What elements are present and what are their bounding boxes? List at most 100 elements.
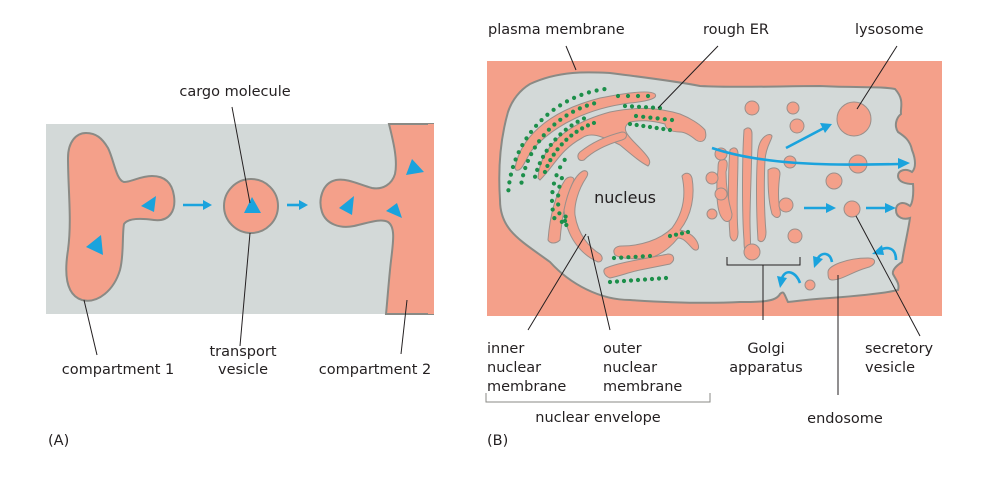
label-cargo-molecule: cargo molecule	[179, 84, 290, 100]
ribosome-dot	[521, 173, 526, 178]
label-rough-er: rough ER	[703, 22, 769, 38]
ribosome-dot	[507, 180, 512, 185]
ribosome-dot	[550, 207, 555, 212]
cargo-triangle	[406, 159, 424, 175]
ribosome-dot	[679, 231, 685, 236]
golgi-bracket	[726, 257, 801, 320]
label-nucleus: nucleus	[594, 188, 656, 207]
ribosome-dot	[528, 129, 534, 135]
ribosome-dot	[545, 163, 550, 169]
ribosome-dot	[546, 127, 551, 132]
leader-compartment-1	[83, 299, 98, 356]
ribosome-dot	[516, 150, 521, 155]
ribosome-dot	[554, 173, 559, 178]
arrowhead-icon	[820, 123, 832, 133]
leader-inner-nuclear-membrane	[527, 233, 587, 331]
ribosome-dot	[513, 157, 518, 162]
ribosome-dot	[627, 121, 633, 127]
ribosome-dot	[540, 154, 546, 159]
ribosome-dot	[564, 113, 569, 118]
leader-cargo-molecule	[231, 106, 251, 204]
ribosome-dot	[636, 104, 642, 109]
label-compartment-2: compartment 2	[319, 362, 431, 378]
label-inner-nuclear-membrane-3: membrane	[487, 379, 566, 395]
label-golgi-2: apparatus	[729, 360, 802, 376]
ribosome-dot	[544, 148, 549, 153]
ribosome-dot	[645, 93, 651, 99]
ribosome-dot	[584, 103, 589, 108]
golgi-cisterna	[742, 127, 753, 253]
golgi-vesicle	[705, 171, 719, 185]
arrowhead-icon	[203, 200, 212, 210]
ribosome-dot	[649, 276, 655, 282]
golgi-apparatus	[705, 100, 805, 261]
cargo-triangle	[141, 196, 156, 212]
leader-compartment-2	[400, 299, 408, 355]
ribosome-dot	[621, 278, 627, 284]
nuclear-envelope-fragment	[613, 172, 699, 260]
ribosome-dot	[641, 114, 646, 119]
ribosome-dot	[607, 279, 613, 285]
ribosome-dot	[557, 184, 562, 189]
leader-secretory-vesicle	[855, 215, 921, 337]
panel-b: plasma membrane rough ER lysosome nucleu…	[485, 22, 942, 449]
label-secretory-vesicle-1: secretory	[865, 341, 934, 357]
ribosome-dot	[541, 133, 546, 138]
ribosome-dot	[556, 202, 561, 207]
ribosome-dot	[633, 113, 639, 119]
leader-rough-er	[657, 45, 719, 109]
ribosome-dot	[628, 278, 634, 283]
label-compartment-1: compartment 1	[62, 362, 174, 378]
ribosome-dot	[629, 104, 635, 109]
ribosome-dot	[673, 232, 679, 237]
cargo-triangle	[244, 197, 261, 213]
lysosome	[836, 101, 872, 137]
label-inner-nuclear-membrane-1: inner	[487, 341, 524, 357]
golgi-vesicle	[743, 243, 761, 261]
golgi-vesicle	[706, 208, 718, 220]
ribosome-dot	[594, 88, 599, 93]
endocytosis-arrow	[816, 252, 834, 263]
ribosome-dot	[586, 90, 592, 95]
ribosome-dot	[635, 277, 641, 283]
ribosome-dot	[564, 99, 570, 104]
golgi-vesicle	[789, 118, 805, 134]
ribosome-dot	[655, 116, 660, 121]
ribosome-dot	[569, 123, 574, 128]
ribosome-dot	[569, 133, 574, 138]
ribosome-dot	[633, 254, 638, 259]
arrowhead-icon	[777, 276, 787, 288]
ribosome-dot	[592, 101, 597, 106]
ribosome-dot	[553, 137, 558, 142]
endosome	[827, 257, 875, 281]
ribosome-dot	[661, 126, 666, 132]
ribosome-dot	[548, 158, 553, 163]
golgi-cisterna	[767, 167, 781, 218]
ribosome-dot	[551, 107, 556, 112]
ribosome-dot	[647, 253, 653, 259]
ribosome-dot	[602, 86, 607, 92]
ribosome-dot	[519, 180, 524, 185]
ribosome-dot	[641, 123, 646, 129]
ribosome-dot	[558, 103, 563, 108]
endocytosis-arrow	[780, 270, 802, 284]
ribosome-dot	[667, 233, 673, 239]
ribosome-dot	[551, 181, 557, 186]
ribosome-dot	[643, 105, 649, 110]
arrow-to-plasma-membrane	[711, 146, 901, 166]
ribosome-dot	[563, 127, 568, 132]
ribosome-dot	[685, 229, 691, 235]
ribosome-dot	[591, 120, 597, 126]
nuclear-envelope-fragment	[563, 170, 603, 263]
ribosome-dot	[532, 174, 538, 179]
ribosome-dot	[558, 117, 563, 122]
ribosome-dot	[571, 95, 577, 100]
ribosome-dot	[648, 115, 653, 120]
ribosome-dot	[634, 122, 639, 128]
ribosome-dot	[579, 92, 584, 97]
label-secretory-vesicle-2: vesicle	[865, 360, 915, 376]
compartment-2	[319, 123, 434, 315]
ribosomes	[506, 86, 691, 285]
ribosome-dot	[525, 158, 531, 164]
